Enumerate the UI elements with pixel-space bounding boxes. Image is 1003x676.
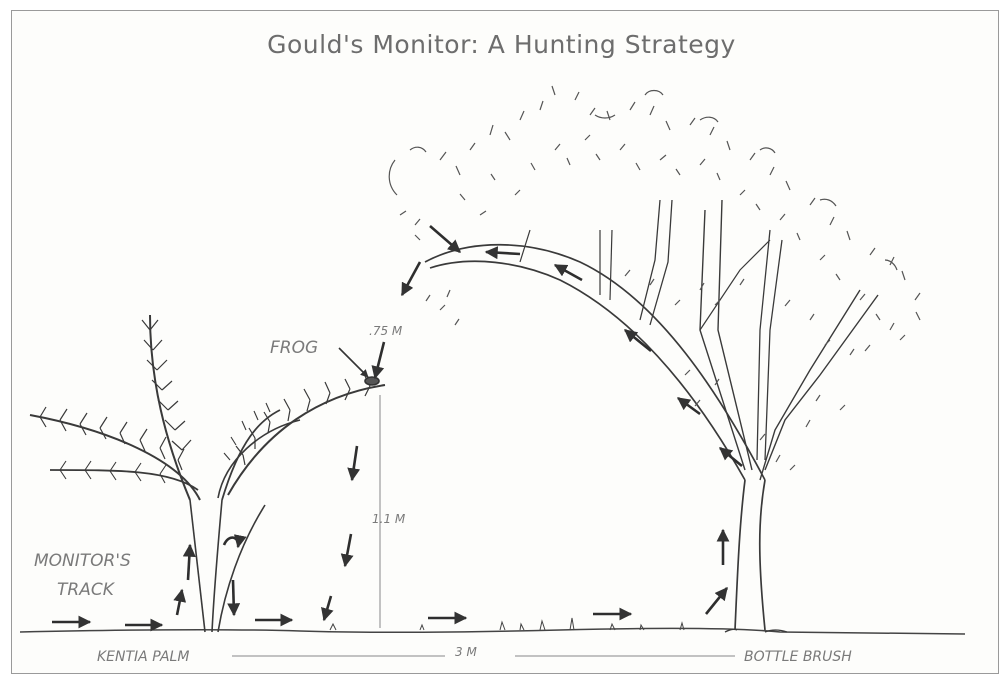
- bottle-brush-tree: [425, 200, 878, 632]
- distance-label: 3 M: [455, 645, 477, 659]
- monitor-track-label-line2: TRACK: [57, 580, 114, 600]
- track-arrows: [52, 226, 742, 625]
- canopy-foliage: [389, 86, 920, 470]
- measurement-guides: [232, 395, 735, 656]
- bottle-brush-label: BOTTLE BRUSH: [744, 649, 852, 665]
- monitor-track-label-line1: MONITOR'S: [34, 551, 131, 571]
- drop-height-label: 1.1 M: [372, 512, 405, 526]
- branch-height-label: .75 M: [369, 324, 402, 338]
- frog-label: FROG: [270, 338, 318, 358]
- kentia-palm-label: KENTIA PALM: [97, 649, 189, 665]
